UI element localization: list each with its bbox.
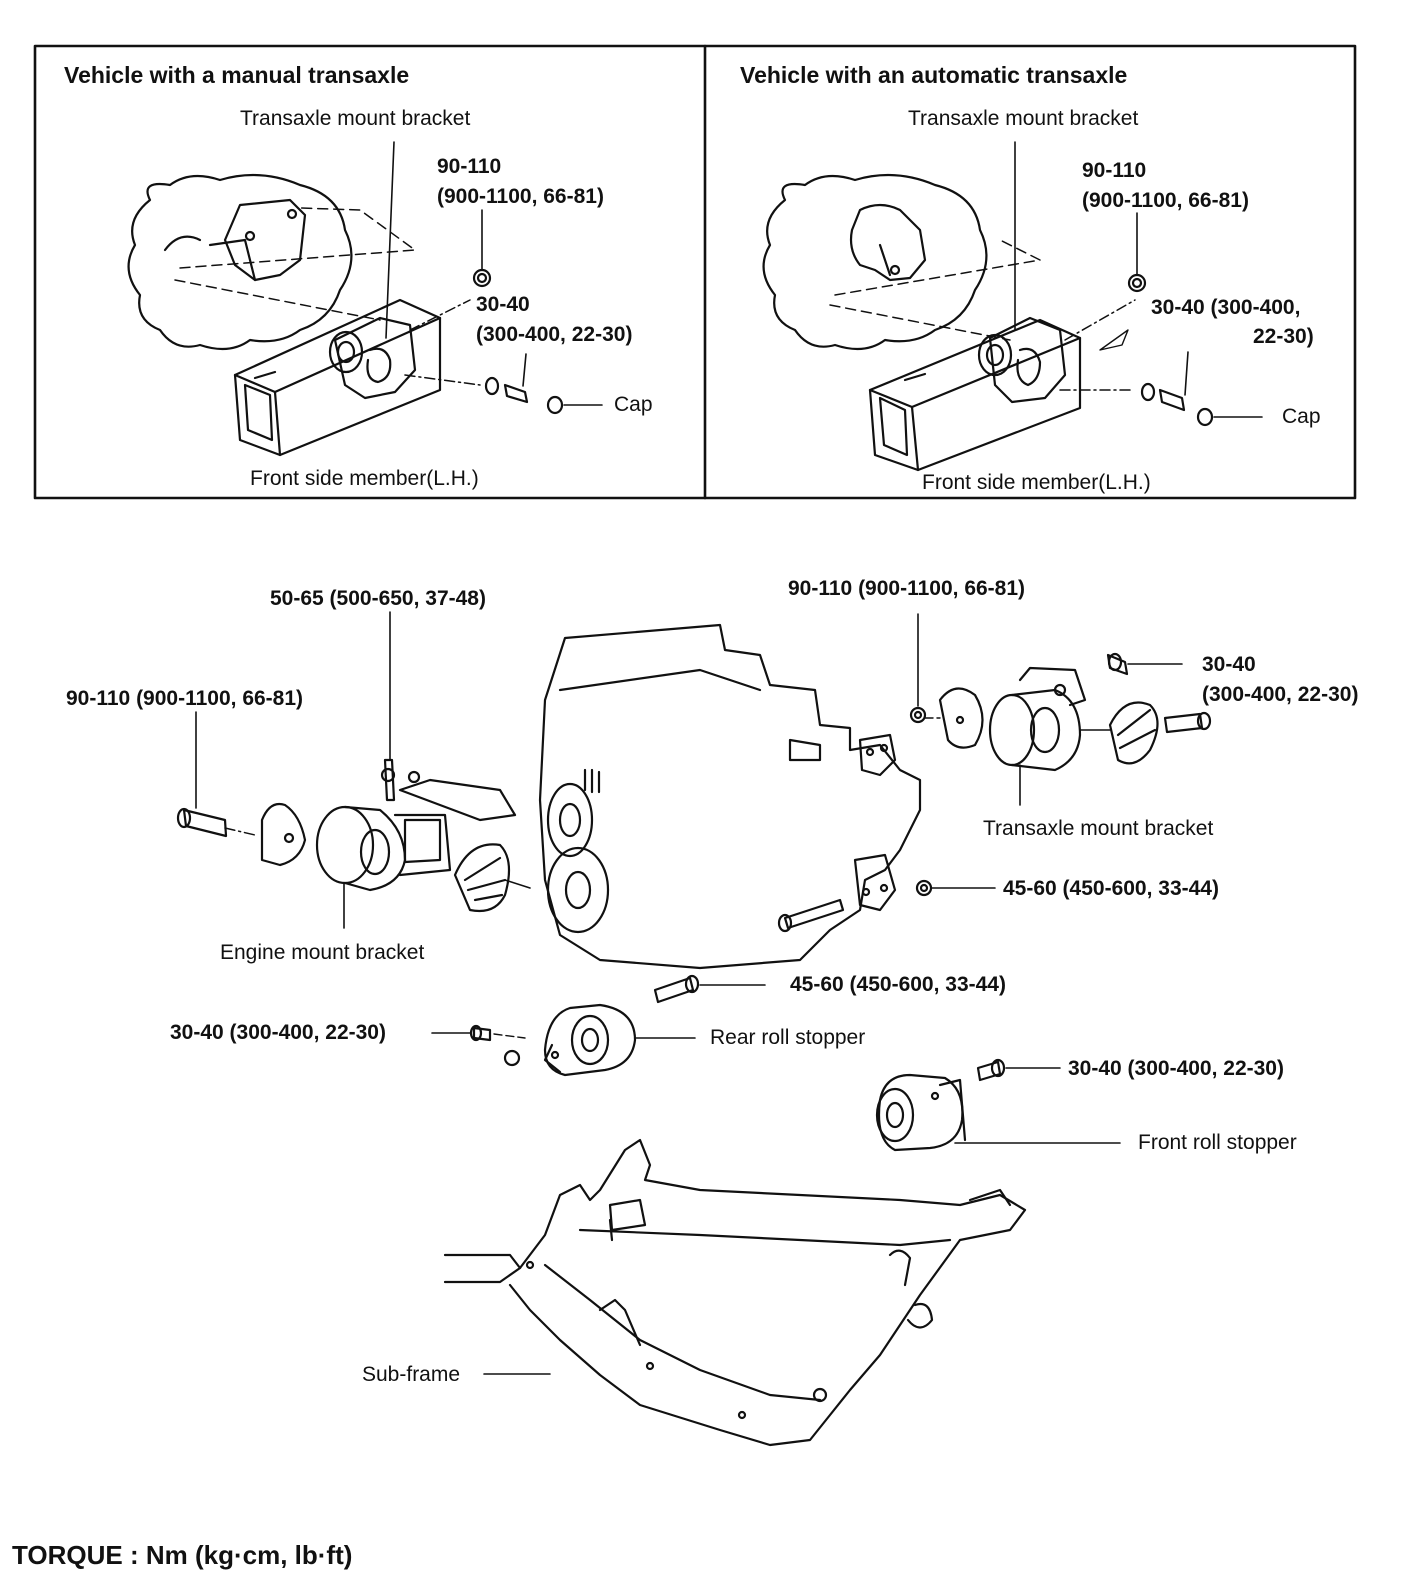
manual-bracket-label: Transaxle mount bracket bbox=[240, 107, 471, 130]
sub-frame-drawing bbox=[443, 1138, 1027, 1447]
torque-30-40-right-detail: (300-400, 22-30) bbox=[1202, 683, 1359, 706]
automatic-torque-90-110: 90-110 bbox=[1082, 159, 1147, 182]
automatic-torque-30-40: 30-40 (300-400, bbox=[1151, 296, 1301, 319]
manual-torque-90-110-detail: (900-1100, 66-81) bbox=[437, 185, 604, 208]
torque-30-40-front-label: 30-40 (300-400, 22-30) bbox=[1068, 1057, 1284, 1080]
torque-30-40-rear-label: 30-40 (300-400, 22-30) bbox=[170, 1021, 386, 1044]
front-roll-stopper-drawing bbox=[875, 1058, 1121, 1152]
transaxle-mount-bracket-label: Transaxle mount bracket bbox=[983, 817, 1214, 840]
transaxle-mount-assembly bbox=[909, 613, 1212, 806]
torque-90-110-left-label: 90-110 (900-1100, 66-81) bbox=[66, 687, 304, 710]
manual-torque-90-110: 90-110 bbox=[437, 155, 502, 178]
automatic-member-label: Front side member(L.H.) bbox=[922, 471, 1151, 494]
manual-transaxle-drawing bbox=[127, 141, 603, 457]
manual-panel-frame bbox=[33, 44, 1357, 500]
side-bolts bbox=[777, 879, 996, 933]
manual-torque-30-40: 30-40 bbox=[476, 293, 530, 316]
rear-roll-stopper-label: Rear roll stopper bbox=[710, 1026, 866, 1049]
front-roll-stopper-label: Front roll stopper bbox=[1138, 1131, 1297, 1154]
engine-mount-assembly bbox=[176, 611, 531, 929]
manual-torque-30-40-detail: (300-400, 22-30) bbox=[476, 323, 633, 346]
engine-block-drawing bbox=[538, 623, 922, 970]
automatic-cap-label: Cap bbox=[1282, 405, 1321, 428]
torque-45-60-upper-label: 45-60 (450-600, 33-44) bbox=[1003, 877, 1219, 900]
torque-30-40-right-label: 30-40 bbox=[1202, 653, 1256, 676]
torque-90-110-right-label: 90-110 (900-1100, 66-81) bbox=[788, 577, 1026, 600]
rear-roll-stopper-drawing bbox=[431, 974, 766, 1077]
automatic-torque-30-40-detail: 22-30) bbox=[1253, 325, 1314, 348]
automatic-transaxle-drawing bbox=[762, 141, 1263, 472]
sub-frame-label: Sub-frame bbox=[362, 1363, 461, 1386]
manual-panel-title: Vehicle with a manual transaxle bbox=[64, 62, 410, 88]
automatic-panel-title: Vehicle with an automatic transaxle bbox=[740, 62, 1128, 88]
torque-50-65-label: 50-65 (500-650, 37-48) bbox=[270, 587, 486, 610]
torque-units-footer: TORQUE : Nm (kg·cm, lb·ft) bbox=[12, 1540, 353, 1570]
automatic-torque-90-110-detail: (900-1100, 66-81) bbox=[1082, 189, 1249, 212]
engine-mount-bracket-label: Engine mount bracket bbox=[220, 941, 425, 964]
manual-member-label: Front side member(L.H.) bbox=[250, 467, 479, 490]
torque-45-60-lower-label: 45-60 (450-600, 33-44) bbox=[790, 973, 1006, 996]
automatic-bracket-label: Transaxle mount bracket bbox=[908, 107, 1139, 130]
manual-cap-label: Cap bbox=[614, 393, 653, 416]
